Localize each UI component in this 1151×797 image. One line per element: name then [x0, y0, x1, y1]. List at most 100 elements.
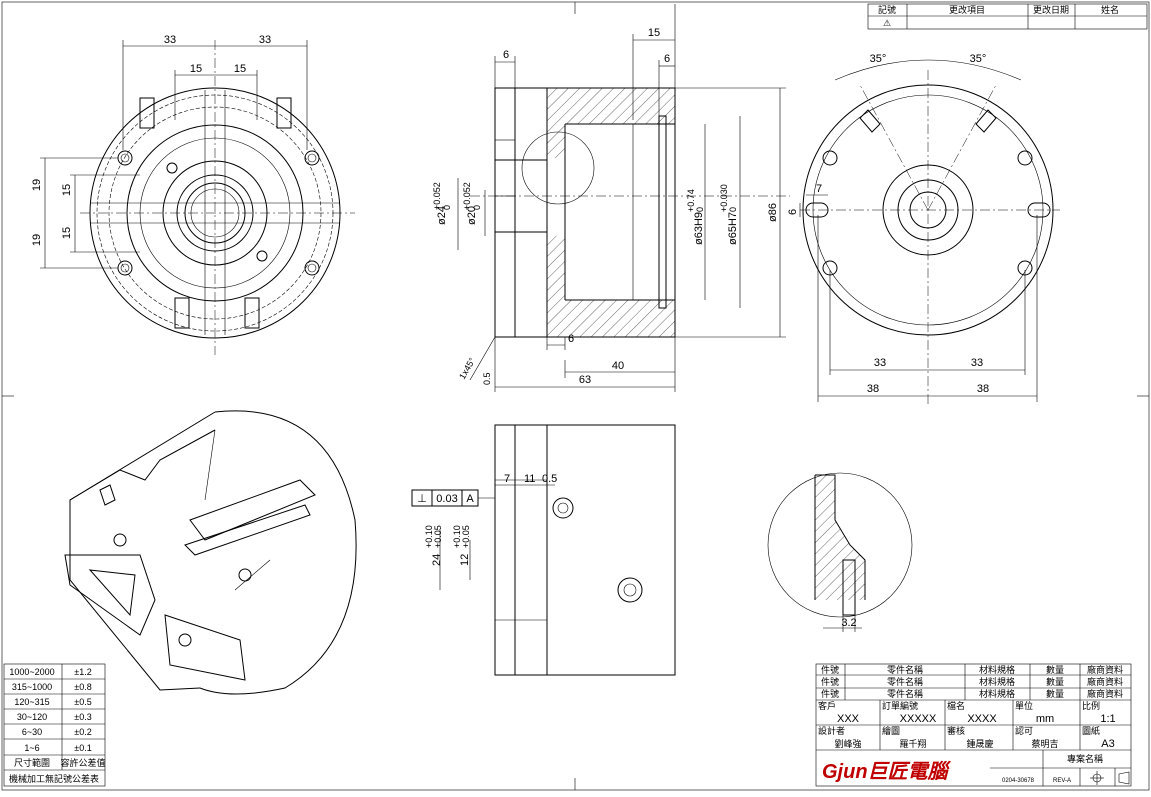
section-dia-20: ø20 — [466, 206, 478, 225]
project-label: 專案名稱 — [1067, 753, 1103, 764]
order-value: XXXXX — [900, 713, 937, 725]
front-dim-15-left: 15 — [190, 63, 202, 75]
parts-row2-qty: 數量 — [1046, 676, 1064, 687]
parts-row3-vendor: 廠商資料 — [1087, 688, 1123, 699]
title-block: 件號 零件名稱 材料規格 數量 廠商資料 件號 零件名稱 材料規格 數量 廠商資… — [815, 663, 1132, 787]
tol-value-0: ±1.2 — [74, 667, 91, 677]
section-dia-63-upper: +0.74 — [686, 189, 696, 212]
tol-value-1: ±0.8 — [74, 682, 91, 692]
lower-side-view: ⊥ 0.03 A 7 11 0.5 24 +0.10 +0.05 12 +0.1… — [411, 424, 676, 676]
sheet-label: 圖紙 — [1082, 725, 1100, 736]
tol-range-0: 1000~2000 — [9, 667, 54, 677]
rev-header-name: 姓名 — [1101, 4, 1119, 15]
tol-range-1: 315~1000 — [12, 682, 52, 692]
lower-dim-0-5: 0.5 — [542, 473, 557, 485]
gdt-symbol: ⊥ — [417, 493, 427, 505]
section-dia-24: ø24 — [436, 206, 448, 225]
unit-label: 單位 — [1015, 700, 1033, 711]
section-dim-15: 15 — [648, 27, 660, 39]
parts-row1-qty: 數量 — [1046, 664, 1064, 675]
approver-value: 蔡明吉 — [1031, 738, 1058, 749]
parts-row3-qty: 數量 — [1046, 688, 1064, 699]
parts-row1-name: 零件名稱 — [887, 664, 923, 675]
gdt-value: 0.03 — [436, 493, 457, 505]
lower-dia-12: 12 — [459, 554, 471, 566]
rear-angle-left: 35° — [870, 53, 887, 65]
detail-view: 3.2 — [767, 472, 913, 632]
tol-caption: 機械加工無記號公差表 — [9, 773, 99, 784]
approver-label: 認可 — [1015, 725, 1033, 736]
tol-range-4: 6~30 — [22, 727, 42, 737]
section-dia-63: ø63H9 — [693, 212, 705, 245]
section-dim-6-top: 6 — [664, 53, 670, 65]
section-dim-40: 40 — [612, 360, 624, 372]
rear-dim-33-left: 33 — [874, 357, 886, 369]
order-label: 訂單編號 — [882, 700, 918, 711]
drafter-value: 羅千翔 — [899, 738, 926, 749]
section-dia-20-upper: +0.052 — [462, 182, 472, 210]
parts-row3-no: 件號 — [821, 688, 839, 699]
lower-dia-24-upper: +0.10 — [424, 525, 434, 548]
tol-value-2: ±0.5 — [74, 697, 91, 707]
scale-value: 1:1 — [1100, 713, 1115, 725]
parts-row1-no: 件號 — [821, 664, 839, 675]
filename-value: XXXX — [967, 713, 997, 725]
revision-table: 記號 更改項目 更改日期 姓名 ⚠ — [867, 3, 1148, 30]
parts-row2-material: 材料規格 — [979, 676, 1015, 687]
sheet-value: A3 — [1101, 738, 1114, 750]
front-dim-15-lower: 15 — [61, 227, 73, 239]
checker-value: 鍾晟慶 — [966, 738, 993, 749]
filename-label: 檔名 — [947, 700, 965, 711]
lower-dia-12-lower: +0.05 — [461, 525, 471, 548]
parts-row1-material: 材料規格 — [979, 664, 1015, 675]
customer-label: 客戶 — [818, 700, 836, 711]
front-dim-15-upper: 15 — [61, 184, 73, 196]
rear-dim-6: 6 — [787, 209, 799, 215]
front-dim-19-top: 19 — [31, 179, 43, 191]
tol-value-4: ±0.2 — [74, 727, 91, 737]
unit-value: mm — [1036, 713, 1054, 725]
parts-row2-no: 件號 — [821, 676, 839, 687]
rear-dim-33-right: 33 — [971, 357, 983, 369]
parts-row1-vendor: 廠商資料 — [1087, 664, 1123, 675]
tol-range-5: 1~6 — [24, 743, 39, 753]
customer-value: XXX — [837, 713, 860, 725]
parts-row2-vendor: 廠商資料 — [1087, 676, 1123, 687]
section-dia-20-lower: 0 — [472, 205, 482, 210]
section-dia-24-upper: +0.052 — [432, 182, 442, 210]
section-dia-86: ø86 — [767, 203, 779, 222]
tolerance-table: 1000~2000 ±1.2 315~1000 ±0.8 120~315 ±0.… — [3, 663, 106, 787]
section-chamfer: 1x45° — [457, 356, 477, 381]
isometric-view — [64, 410, 357, 695]
rear-dim-38-left: 38 — [867, 383, 879, 395]
detail-dim-3-2: 3.2 — [841, 617, 856, 629]
tol-value-5: ±0.1 — [74, 743, 91, 753]
lower-dim-11: 11 — [524, 473, 535, 485]
section-dia-65-lower: 0 — [728, 207, 738, 212]
gdt-datum: A — [466, 493, 474, 505]
rear-dim-38-right: 38 — [977, 383, 989, 395]
front-dim-33-right: 33 — [259, 34, 271, 46]
section-roughness: 0.5 — [482, 372, 492, 385]
front-dim-33-left: 33 — [164, 34, 176, 46]
section-view: 15 6 6 6 40 63 1x45° 0.5 ø24 +0.052 0 ø2… — [432, 4, 790, 392]
rear-view: 35° 35° 7 6 33 33 38 38 — [787, 53, 1060, 405]
company-logo: Gjun巨匠電腦 — [822, 760, 952, 783]
parts-row2-name: 零件名稱 — [887, 676, 923, 687]
rear-dim-7: 7 — [816, 183, 822, 195]
designer-value: 劉峰強 — [834, 738, 861, 749]
section-dim-63: 63 — [579, 374, 591, 386]
drawing-number: 0204-30678 — [1002, 778, 1035, 784]
lower-dia-24: 24 — [431, 554, 443, 566]
rev-header-mark: 記號 — [878, 4, 896, 15]
section-dia-24-lower: 0 — [442, 205, 452, 210]
section-dia-65-upper: +0.030 — [719, 184, 729, 212]
tol-value-3: ±0.3 — [74, 712, 91, 722]
tol-header-tol: 容許公差值 — [60, 757, 105, 768]
rev-header-date: 更改日期 — [1033, 4, 1069, 15]
front-dim-19-bottom: 19 — [31, 234, 43, 246]
lower-dia-12-upper: +0.10 — [452, 525, 462, 548]
parts-row3-material: 材料規格 — [979, 688, 1015, 699]
